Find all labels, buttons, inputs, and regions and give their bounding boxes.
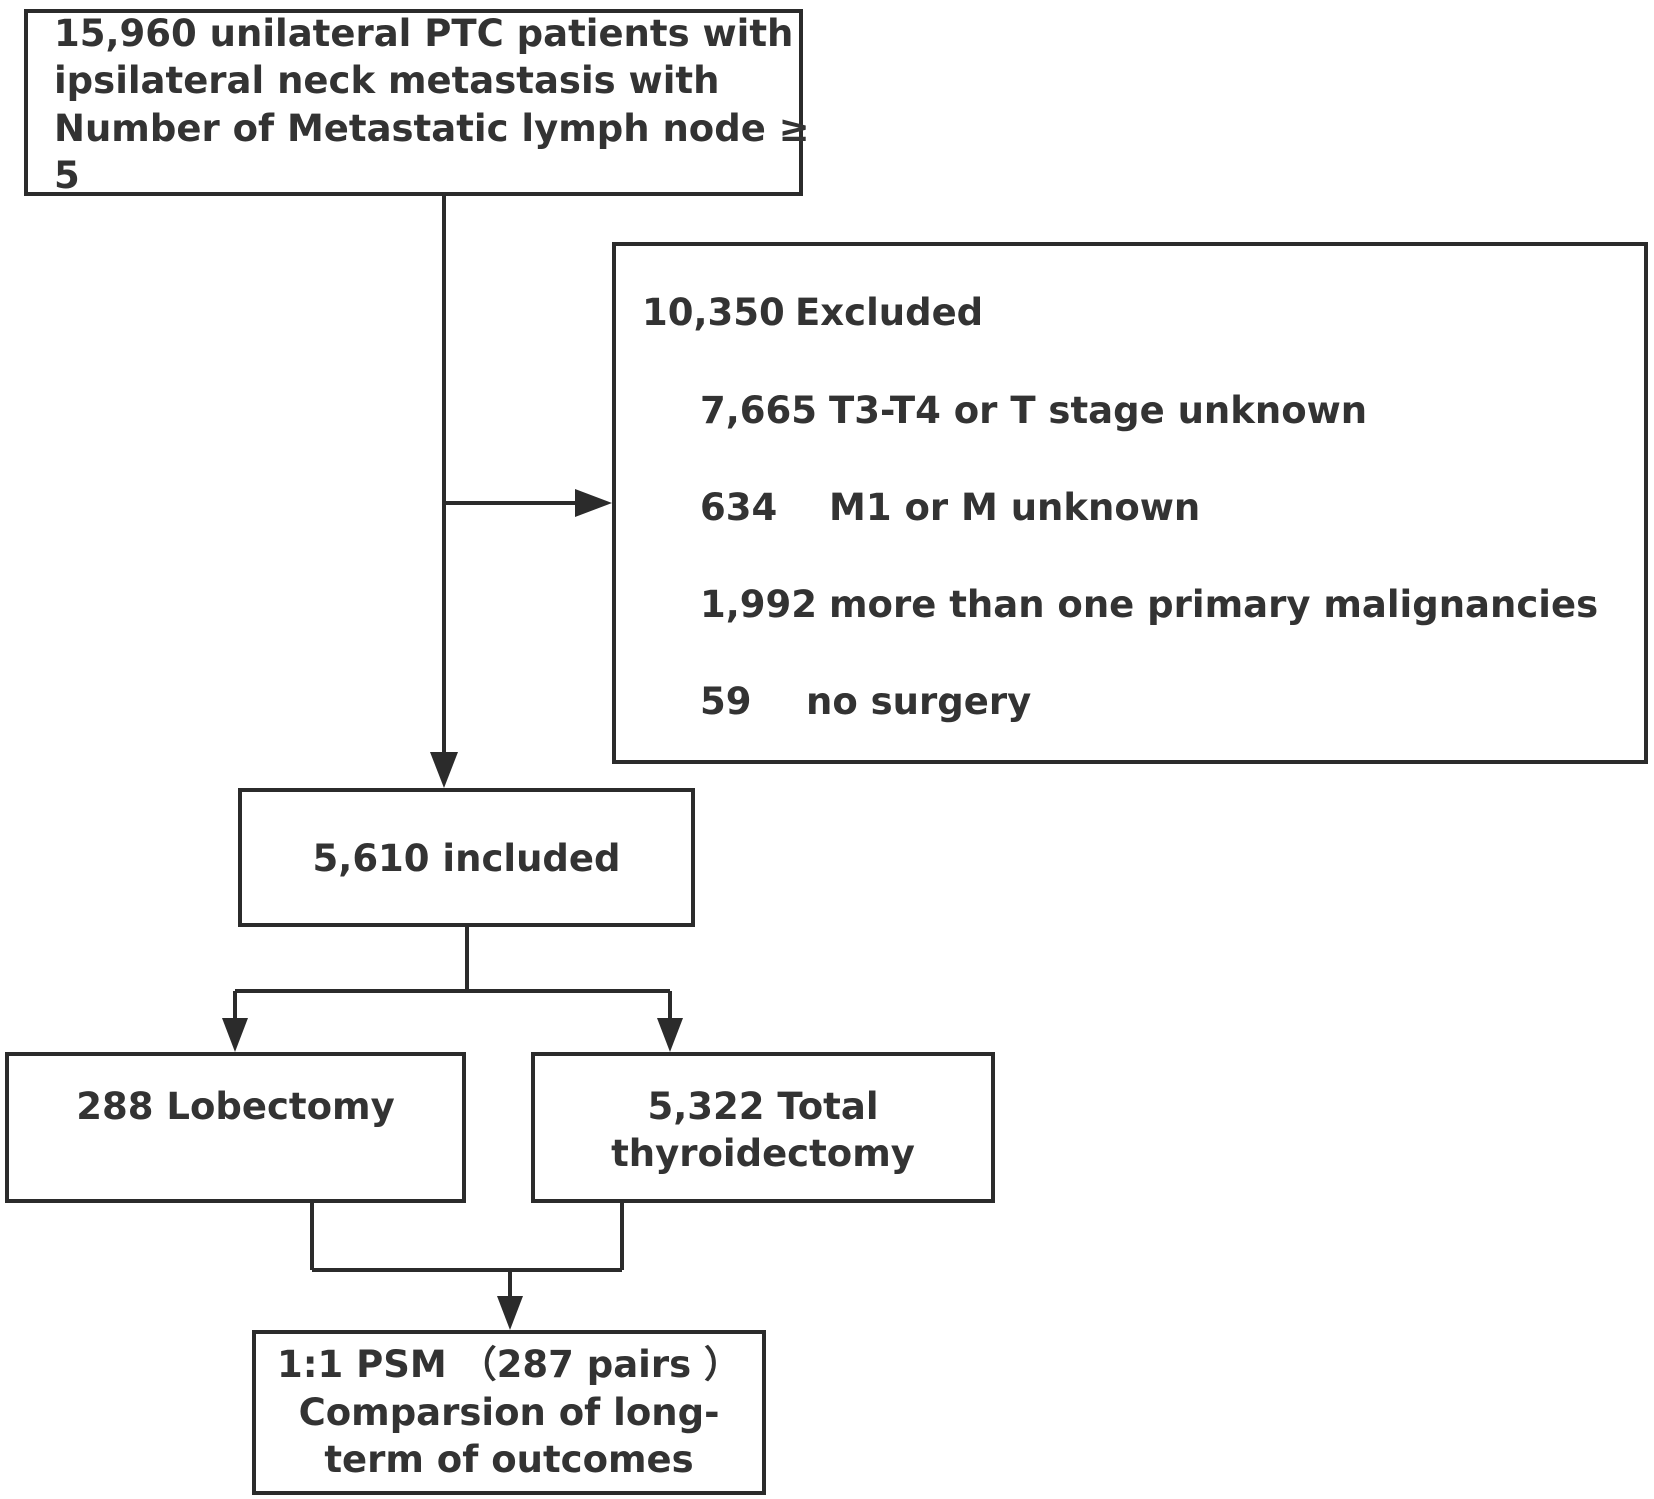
psm-line-2: Comparsion of long-: [298, 1391, 720, 1434]
excluded-item-reason: T3-T4 or T stage unknown: [829, 389, 1368, 432]
excluded-box: [612, 242, 1648, 764]
lobectomy-box: [5, 1052, 466, 1203]
excluded-item-reason: more than one primary malignancies: [829, 583, 1599, 626]
start-box: [24, 9, 803, 196]
psm-box: [252, 1330, 766, 1495]
arrowhead-to-included: [430, 752, 458, 788]
total-thyroidectomy-line-2: thyroidectomy: [611, 1132, 915, 1175]
start-line-1: 15,960 unilateral PTC patients with: [54, 12, 794, 55]
excluded-item-count: 634: [700, 486, 778, 529]
included-label: 5,610 included: [312, 837, 621, 880]
excluded-item-reason: no surgery: [806, 680, 1032, 723]
lobectomy-label: 288 Lobectomy: [76, 1085, 395, 1128]
total-thyroidectomy-line-1: 5,322 Total: [647, 1085, 879, 1128]
psm-line-1: 1:1 PSM （287 pairs ）: [276, 1343, 742, 1386]
excluded-item-count: 59: [700, 680, 752, 723]
excluded-item-count: 7,665: [700, 389, 818, 432]
start-line-3: Number of Metastatic lymph node ≥: [54, 107, 810, 150]
excluded-header-count: 10,350: [642, 291, 785, 334]
included-box: [238, 788, 695, 927]
psm-line-3: term of outcomes: [324, 1438, 694, 1481]
excluded-item-count: 1,992: [700, 583, 818, 626]
arrowhead-to-psm: [497, 1296, 523, 1330]
arrowhead-to-lobectomy: [222, 1018, 248, 1052]
arrowhead-to-excluded: [575, 489, 612, 517]
start-line-2: ipsilateral neck metastasis with: [54, 59, 720, 102]
arrowhead-to-total: [657, 1018, 683, 1052]
start-line-4: 5: [54, 154, 80, 197]
total-thyroidectomy-box: [531, 1052, 995, 1203]
excluded-header-label: Excluded: [795, 291, 984, 334]
excluded-item-reason: M1 or M unknown: [829, 486, 1201, 529]
